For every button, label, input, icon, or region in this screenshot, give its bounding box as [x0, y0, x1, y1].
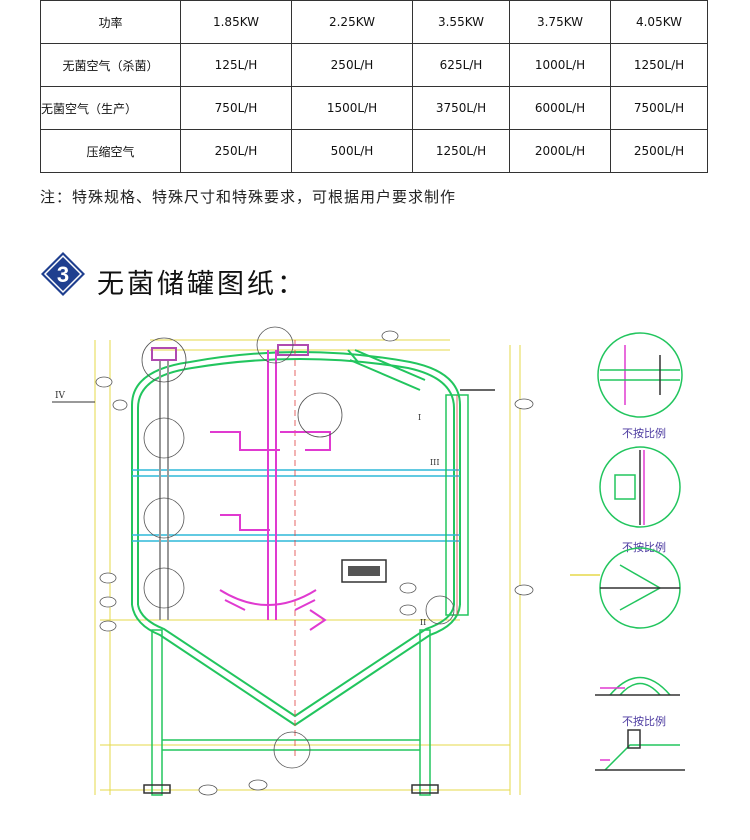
table-cell: 625L/H [412, 43, 510, 87]
vessel-shell [131, 351, 461, 727]
dimension-lines [94, 339, 521, 795]
table-cell: 4.05KW [610, 0, 708, 44]
top-nozzle [347, 349, 426, 391]
table-cell: 500L/H [291, 129, 413, 173]
table-cell: 3.75KW [509, 0, 611, 44]
callout-circles [141, 326, 455, 769]
table-cell: 1500L/H [291, 86, 413, 130]
detail-view-2 [599, 446, 681, 528]
row-label: 无菌空气（生产） [40, 86, 181, 130]
table-cell: 1250L/H [610, 43, 708, 87]
detail-view-5 [595, 729, 685, 771]
jacket-lines [132, 469, 460, 542]
spec-note: 注：特殊规格、特殊尺寸和特殊要求，可根据用户要求制作 [40, 188, 457, 206]
table-cell: 1.85KW [180, 0, 292, 44]
balloon-tags [95, 330, 534, 796]
table-cell: 2000L/H [509, 129, 611, 173]
detail-view-3 [570, 547, 681, 629]
table-cell: 1250L/H [412, 129, 510, 173]
table-row: 无菌空气（杀菌） 125L/H 250L/H 625L/H 1000L/H 12… [40, 43, 708, 87]
diamond-number-badge-icon: 3 [41, 252, 85, 296]
row-label: 无菌空气（杀菌） [40, 43, 181, 87]
view-mark: IV [55, 391, 66, 401]
nameplate [341, 559, 387, 583]
table-cell: 250L/H [291, 43, 413, 87]
table-cell: 3.55KW [412, 0, 510, 44]
row-label: 压缩空气 [40, 129, 181, 173]
section-title: 无菌储罐图纸： [97, 269, 307, 300]
table-row: 无菌空气（生产） 750L/H 1500L/H 3750L/H 6000L/H … [40, 86, 708, 130]
table-cell: 250L/H [180, 129, 292, 173]
table-cell: 6000L/H [509, 86, 611, 130]
table-cell: 2.25KW [291, 0, 413, 44]
table-cell: 7500L/H [610, 86, 708, 130]
scale-label: 不按比例 [622, 426, 666, 440]
section-number: 3 [57, 262, 69, 287]
table-cell: 125L/H [180, 43, 292, 87]
side-column [445, 389, 495, 616]
probe-pipe [151, 344, 309, 620]
detail-view-4 [595, 676, 680, 696]
table-cell: 750L/H [180, 86, 292, 130]
spec-table: 功率 1.85KW 2.25KW 3.55KW 3.75KW 4.05KW 无菌… [40, 0, 708, 173]
tank-drawing: IV I III II 不按比例 不按比例 不按比例 [52, 326, 685, 796]
detail-view-1 [597, 332, 683, 418]
view-mark: I [418, 413, 421, 422]
scale-label: 不按比例 [622, 714, 666, 728]
table-row: 功率 1.85KW 2.25KW 3.55KW 3.75KW 4.05KW [40, 0, 708, 44]
table-cell: 1000L/H [509, 43, 611, 87]
table-row: 压缩空气 250L/H 500L/H 1250L/H 2000L/H 2500L… [40, 129, 708, 173]
agitator [210, 350, 331, 631]
table-cell: 3750L/H [412, 86, 510, 130]
table-cell: 2500L/H [610, 129, 708, 173]
vessel-legs [143, 629, 439, 796]
row-label: 功率 [40, 0, 181, 44]
view-mark: II [420, 618, 426, 627]
view-mark: III [430, 458, 439, 467]
scale-label: 不按比例 [622, 540, 666, 554]
